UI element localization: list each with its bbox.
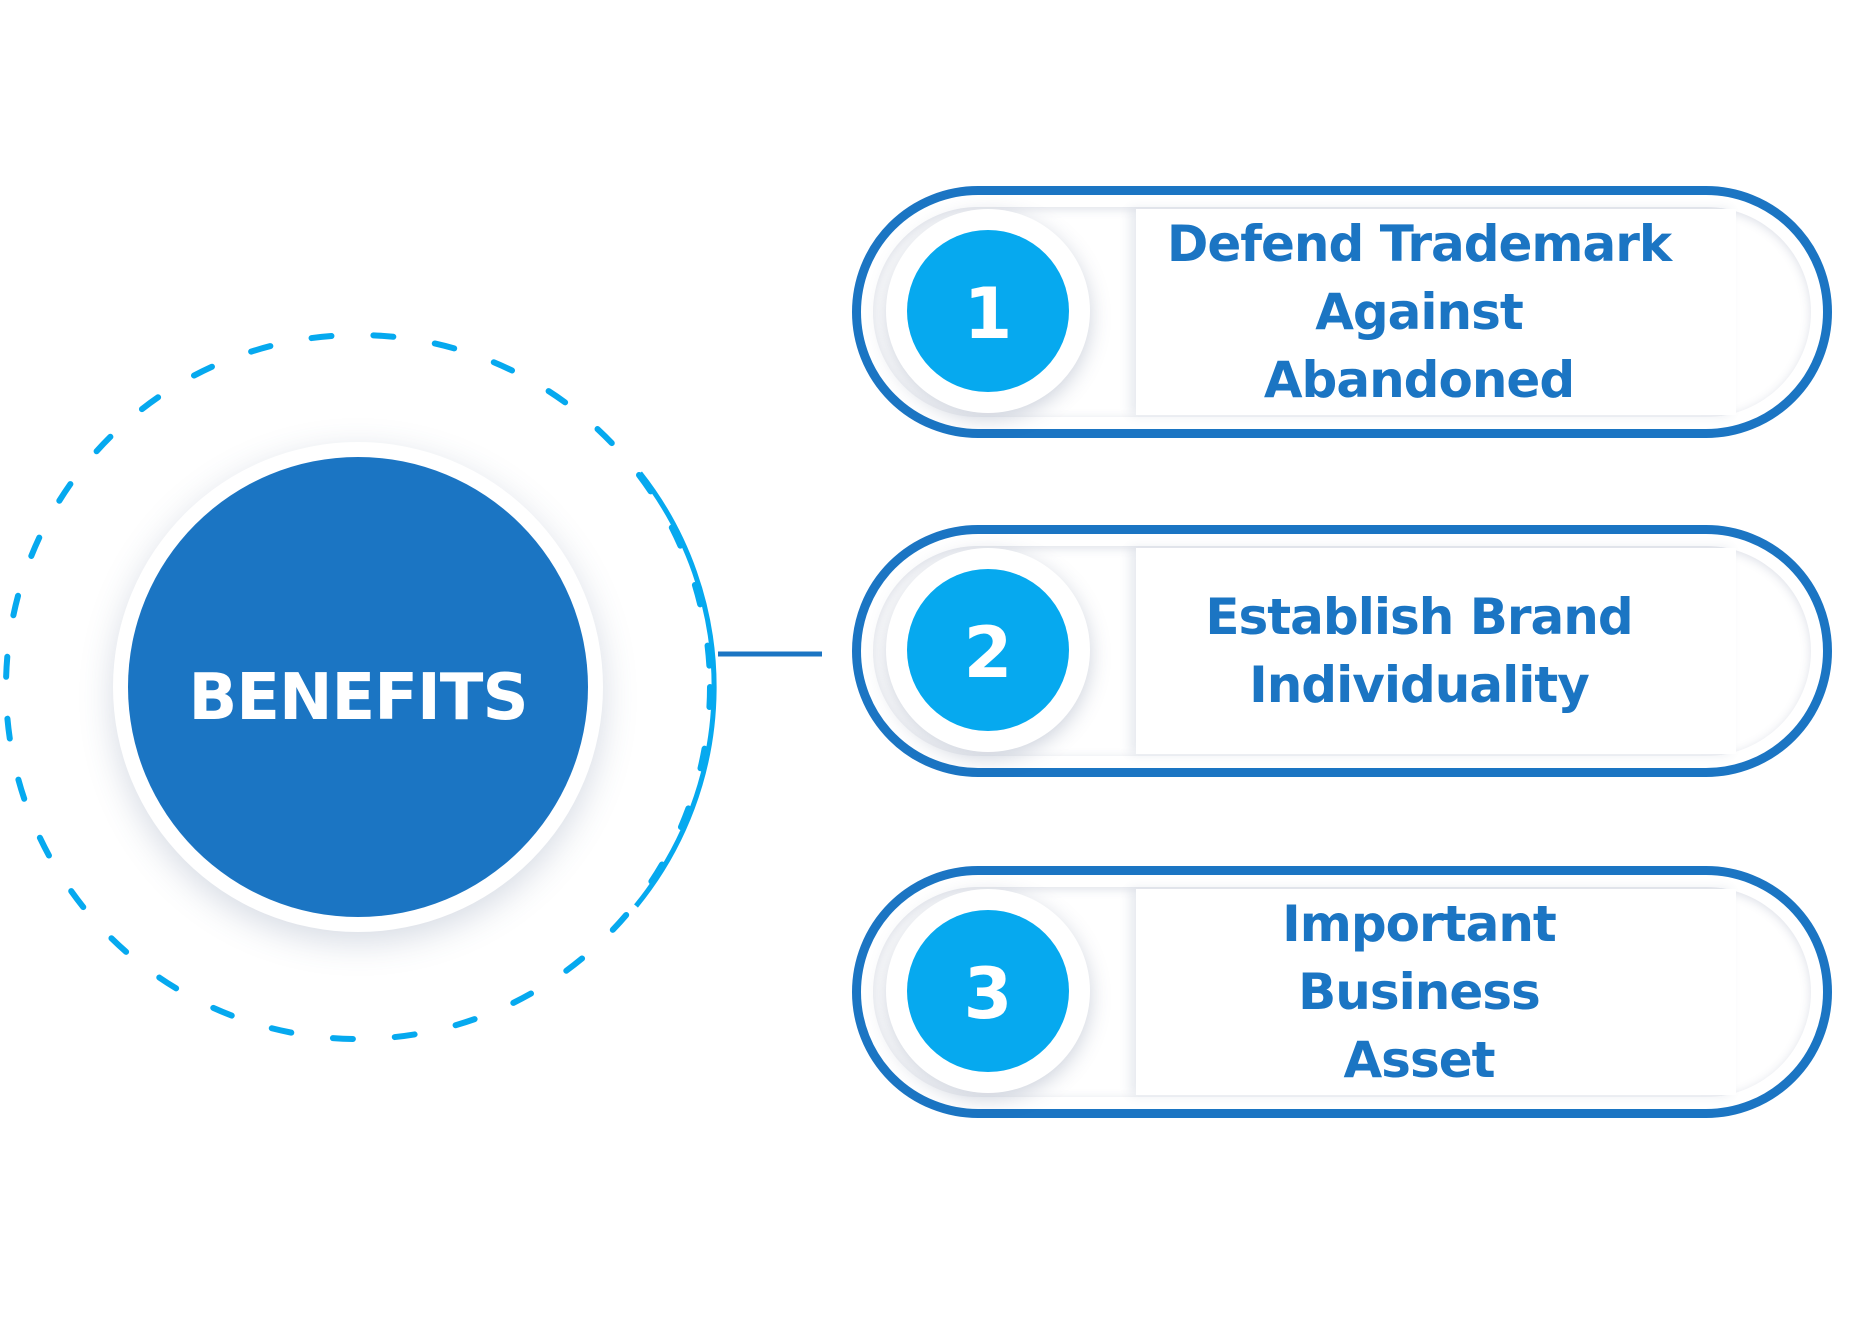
- benefit-text: Establish Brand Individuality: [1159, 534, 1679, 768]
- number-label: 1: [963, 273, 1013, 355]
- number-badge: 2: [907, 569, 1069, 731]
- benefit-item-1: 1 Defend Trademark Against Abandoned: [852, 186, 1832, 438]
- benefit-text: Defend Trademark Against Abandoned: [1159, 195, 1679, 429]
- number-label: 3: [963, 953, 1013, 1035]
- benefit-text-panel: [1136, 209, 1736, 415]
- benefit-text: Important Business Asset: [1159, 875, 1679, 1109]
- benefit-item-3: 3 Important Business Asset: [852, 866, 1832, 1118]
- hub-circle: BENEFITS: [128, 457, 588, 917]
- benefit-text-panel: [1136, 548, 1736, 754]
- benefit-text-line-1: Important Business: [1282, 895, 1557, 1021]
- number-badge: 1: [907, 230, 1069, 392]
- solid-orbit-arc: [634, 471, 717, 908]
- dashed-orbit-ring: [3, 332, 713, 1042]
- benefit-text-line-1: Establish Brand: [1205, 588, 1633, 646]
- number-badge: 3: [907, 910, 1069, 1072]
- benefit-item-2: 2 Establish Brand Individuality: [852, 525, 1832, 777]
- number-label: 2: [963, 612, 1013, 694]
- hub-label: BENEFITS: [188, 661, 528, 735]
- benefit-text-line-2: Individuality: [1249, 656, 1590, 714]
- benefit-text-panel: [1136, 889, 1736, 1095]
- benefit-text-line-2: Against Abandoned: [1263, 283, 1575, 409]
- benefit-text-line-1: Defend Trademark: [1166, 215, 1672, 273]
- benefit-text-line-2: Asset: [1343, 1031, 1495, 1089]
